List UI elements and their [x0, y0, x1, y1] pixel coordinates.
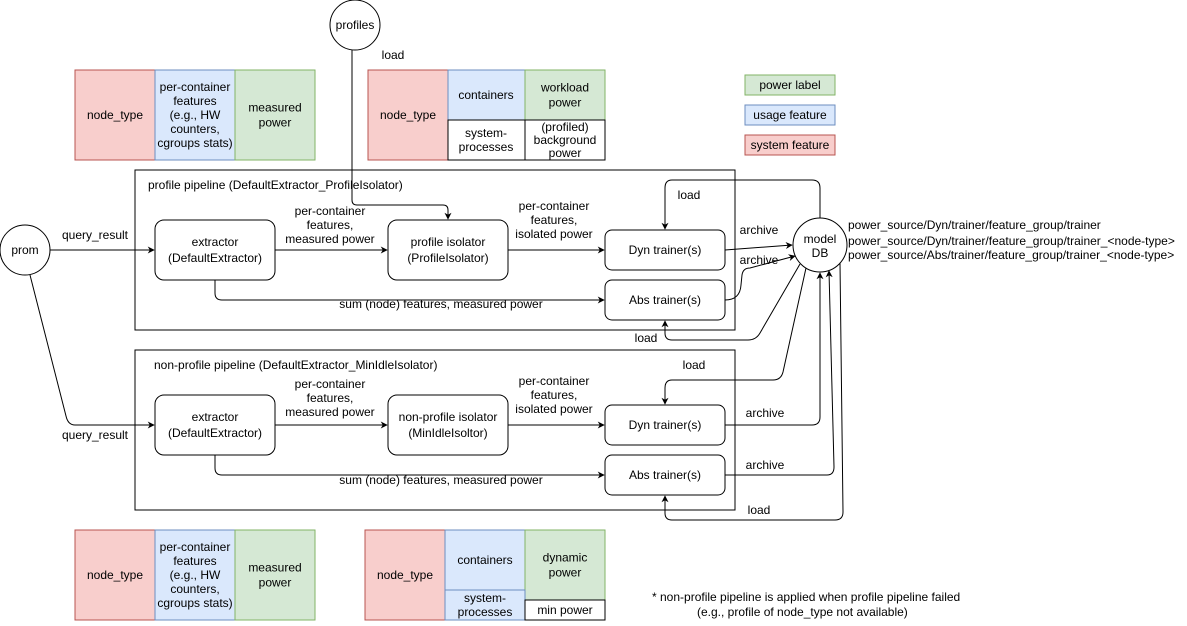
edge-abs-bottom-archive	[725, 270, 835, 476]
db-paths: power_source/Dyn/trainer/feature_group/t…	[848, 218, 1175, 262]
edge-dyn-top-archive	[724, 241, 793, 251]
label-archive-abs-top: archive	[740, 253, 779, 267]
label-load-dyn-bottom: load	[683, 358, 706, 372]
table-top-left-node-type-cell	[74, 69, 156, 161]
extractor-top-label: extractor(DefaultExtractor)	[168, 235, 262, 265]
edge-extractor-to-abs-bottom	[214, 455, 605, 479]
edge-prom-to-extractor-bottom	[29, 274, 155, 429]
profiles-label: profiles	[336, 18, 375, 32]
abs-trainer-bottom-label: Abs trainer(s)	[629, 468, 701, 482]
table-bottom-left-node-type-cell	[74, 529, 156, 621]
profile-isolator-label: profile isolator(ProfileIsolator)	[407, 235, 488, 265]
nonprofile-pipeline-title: non-profile pipeline (DefaultExtractor_M…	[154, 358, 437, 372]
profiles-node	[329, 0, 381, 51]
edge-profiles-to-isolator	[351, 50, 452, 220]
table-bottom-right-min-power-cell	[524, 599, 606, 621]
dyn-trainer-bottom-label: Dyn trainer(s)	[629, 418, 702, 432]
legend-power-label: power label	[759, 78, 820, 92]
table-top-right-background-cell	[524, 119, 606, 161]
label-sum-bottom: sum (node) features, measured power	[339, 473, 542, 487]
table-bottom-right-dynamic-cell	[524, 529, 606, 601]
table-top-right-node-type: node_type	[380, 108, 436, 122]
table-top-right-node-type-cell	[367, 69, 449, 161]
edges	[29, 50, 844, 521]
table-bottom-right-containers-cell	[444, 529, 526, 591]
db-path-3: power_source/Abs/trainer/feature_group/t…	[848, 248, 1174, 262]
nonprofile-isolator-label: non-profile isolator(MinIdleIsoltor)	[399, 410, 498, 440]
legend-system-feature: system feature	[751, 138, 830, 152]
edge-abs-top-archive	[724, 254, 796, 301]
extractor-bottom-label: extractor(DefaultExtractor)	[168, 410, 262, 440]
label-query-result-bottom: query_result	[62, 428, 129, 442]
table-bottom-left-node-type: node_type	[87, 568, 143, 582]
table-top-left-power-cell	[234, 69, 316, 161]
dyn-trainer-top-label: Dyn trainer(s)	[629, 243, 702, 257]
edge-db-to-dyn-top-load	[661, 179, 821, 230]
table-top-right-workload-cell	[524, 69, 606, 121]
edge-label-load-profiles: load	[382, 48, 405, 62]
nonprofile-pipeline-frame	[134, 349, 736, 511]
label-query-result-top: query_result	[62, 228, 129, 242]
db-path-1: power_source/Dyn/trainer/feature_group/t…	[848, 218, 1101, 232]
label-archive-abs-bottom: archive	[746, 458, 785, 472]
table-bottom-left-features-cell	[154, 529, 236, 621]
label-archive-dyn-top: archive	[740, 223, 779, 237]
extractor-bottom-box	[154, 394, 276, 456]
profile-isolator-box	[387, 219, 509, 281]
legend-usage-feature: usage feature	[753, 108, 827, 122]
table-bottom-right-system-processes: system-processes	[458, 591, 513, 619]
table-bottom-right-node-type-cell	[364, 529, 446, 621]
footnote-line-1: * non-profile pipeline is applied when p…	[652, 590, 960, 604]
table-top-right-system-processes: system-processes	[459, 126, 514, 154]
label-sum-top: sum (node) features, measured power	[339, 297, 542, 311]
edge-db-to-dyn-bottom-load	[661, 267, 807, 405]
legend-usage-feature-swatch	[744, 104, 836, 126]
label-load-dyn-top: load	[678, 188, 701, 202]
prom-label: prom	[11, 243, 38, 257]
table-top-left-node-type: node_type	[87, 108, 143, 122]
edge-db-to-abs-bottom-load	[661, 262, 844, 521]
label-load-abs-bottom: load	[748, 503, 771, 517]
table-bottom-right-min-power: min power	[537, 603, 592, 617]
table-bottom-right-sysproc-cell	[444, 589, 526, 621]
legend: power label usage feature system feature	[744, 74, 836, 156]
table-top-left-features-cell	[154, 69, 236, 161]
label-load-abs-top: load	[635, 331, 658, 345]
legend-system-feature-swatch	[744, 134, 836, 156]
label-archive-dyn-bottom: archive	[746, 406, 785, 420]
table-top-right-containers: containers	[458, 88, 513, 102]
db-path-2: power_source/Dyn/trainer/feature_group/t…	[848, 234, 1175, 248]
table-top-right-sysproc-cell	[447, 119, 526, 161]
table-bottom-right-node-type: node_type	[377, 568, 433, 582]
table-bottom-left-power-cell	[234, 529, 316, 621]
extractor-top-box	[154, 219, 276, 281]
edge-db-to-abs-top-load	[661, 263, 801, 341]
profile-pipeline-title: profile pipeline (DefaultExtractor_Profi…	[148, 178, 403, 192]
edge-extractor-to-abs-top	[214, 280, 605, 304]
legend-power-label-swatch	[744, 74, 836, 96]
nonprofile-isolator-box	[387, 394, 509, 456]
table-bottom-right-containers: containers	[457, 553, 512, 567]
abs-trainer-top-label: Abs trainer(s)	[629, 293, 701, 307]
footnote-line-2: (e.g., profile of node_type not availabl…	[697, 605, 908, 619]
edge-dyn-bottom-archive	[725, 272, 824, 426]
